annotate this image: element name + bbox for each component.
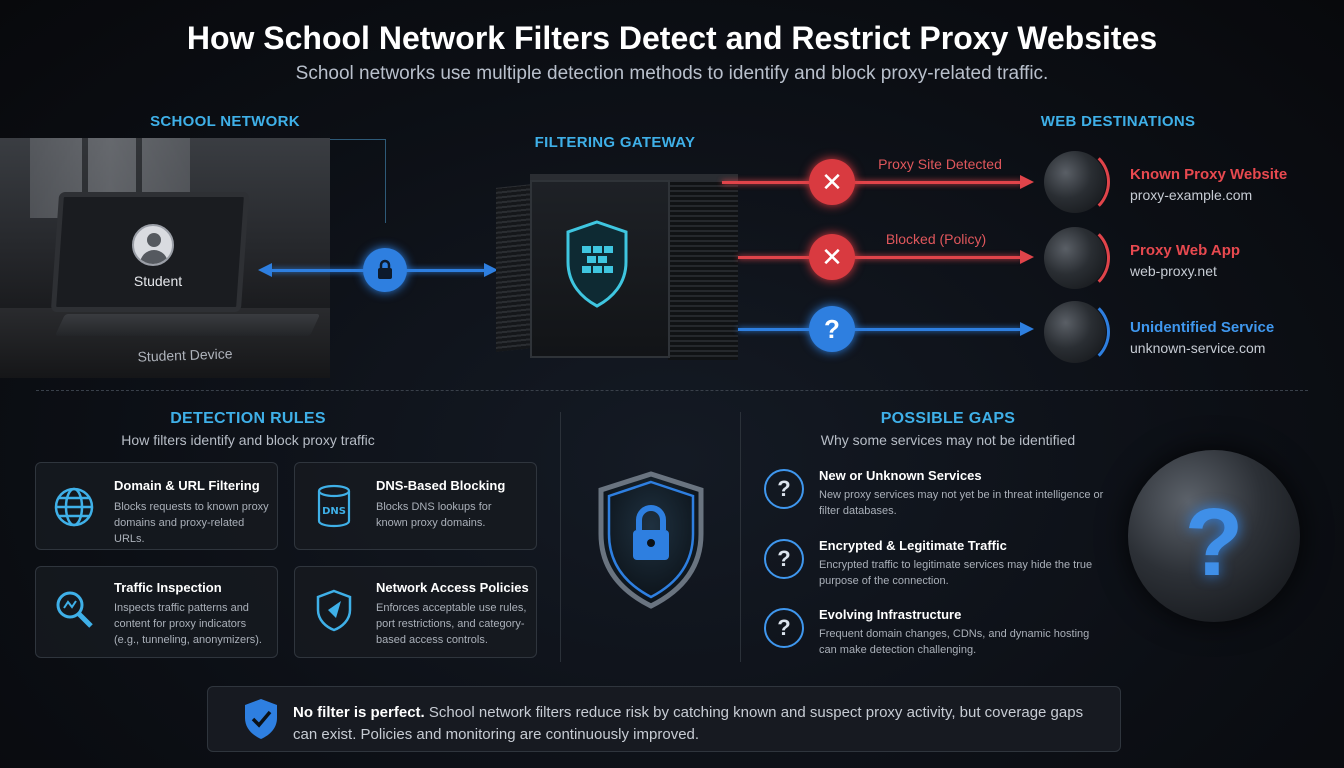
firewall-shield-icon bbox=[562, 218, 632, 315]
rule-card-dns bbox=[294, 462, 537, 550]
arrowhead-left bbox=[258, 263, 272, 277]
disclaimer-text: No filter is perfect. School network fil… bbox=[293, 702, 1093, 746]
destination-title-3: Unidentified Service bbox=[1130, 319, 1275, 336]
disclaimer-bold: No filter is perfect. bbox=[293, 704, 425, 721]
destination-domain-3: unknown-service.com bbox=[1130, 340, 1266, 356]
school-network-label: SCHOOL NETWORK bbox=[150, 113, 300, 130]
gateway-vent-left bbox=[496, 184, 532, 352]
rule-title-2: DNS-Based Blocking bbox=[376, 478, 506, 493]
rule-desc-1: Blocks requests to known proxy domains a… bbox=[114, 501, 269, 545]
disclaimer-body: School network filters reduce risk by ca… bbox=[293, 704, 1084, 743]
page-subtitle: School networks use multiple detection m… bbox=[295, 63, 1049, 84]
rule-card-traffic-inspection bbox=[35, 566, 278, 658]
destination-title-2: Proxy Web App bbox=[1130, 242, 1241, 259]
detection-rules-title: DETECTION RULES bbox=[170, 410, 326, 427]
arrowhead-right bbox=[484, 263, 498, 277]
question-icon: ? bbox=[809, 306, 855, 352]
laptop-keyboard bbox=[54, 314, 321, 336]
gateway-top bbox=[530, 174, 738, 184]
encrypted-lock-icon bbox=[363, 248, 407, 292]
check-shield-icon bbox=[242, 697, 280, 746]
rule-title-3: Traffic Inspection bbox=[114, 580, 222, 595]
globe-icon bbox=[53, 486, 95, 533]
gap-title-2: Encrypted & Legitimate Traffic bbox=[819, 538, 1007, 553]
network-frame-side bbox=[385, 139, 386, 223]
rule-card-domain-filtering bbox=[35, 462, 278, 550]
column-divider-right bbox=[740, 412, 741, 662]
question-mark-icon: ? bbox=[1184, 489, 1244, 596]
dns-icon: DNS bbox=[314, 484, 354, 533]
possible-gaps-subtitle: Why some services may not be identified bbox=[820, 432, 1076, 448]
column-divider-left bbox=[560, 412, 561, 662]
blocked-link-2 bbox=[738, 256, 1022, 259]
destination-title-1: Known Proxy Website bbox=[1130, 166, 1288, 183]
gap-desc-1: New proxy services may not yet be in thr… bbox=[819, 489, 1104, 517]
svg-text:DNS: DNS bbox=[322, 506, 346, 517]
blocked-link-1 bbox=[722, 181, 1022, 184]
section-divider bbox=[36, 390, 1308, 391]
rule-desc-3: Inspects traffic patterns and content fo… bbox=[114, 602, 262, 646]
shield-icon bbox=[314, 588, 354, 637]
question-icon: ? bbox=[764, 469, 804, 509]
rule-title-4: Network Access Policies bbox=[376, 580, 529, 595]
destination-domain-2: web-proxy.net bbox=[1130, 263, 1217, 279]
user-avatar-icon bbox=[132, 224, 174, 266]
gateway-vent-right bbox=[668, 182, 738, 360]
destination-domain-1: proxy-example.com bbox=[1130, 187, 1253, 203]
page-title: How School Network Filters Detect and Re… bbox=[186, 20, 1158, 56]
x-icon: ✕ bbox=[809, 234, 855, 280]
possible-gaps-title: POSSIBLE GAPS bbox=[880, 410, 1016, 427]
web-destinations-label: WEB DESTINATIONS bbox=[1040, 113, 1196, 130]
filtering-gateway-label: FILTERING GATEWAY bbox=[534, 134, 696, 151]
arrow-label-1: Proxy Site Detected bbox=[878, 156, 1002, 172]
disclaimer-banner bbox=[207, 686, 1121, 752]
detection-rules-subtitle: How filters identify and block proxy tra… bbox=[121, 432, 375, 448]
rule-title-1: Domain & URL Filtering bbox=[114, 478, 260, 493]
student-label: Student bbox=[133, 273, 183, 289]
gap-desc-3: Frequent domain changes, CDNs, and dynam… bbox=[819, 628, 1090, 656]
lock-shield-icon bbox=[593, 470, 709, 615]
unknown-globe-icon bbox=[1128, 450, 1300, 622]
gap-desc-2: Encrypted traffic to legitimate services… bbox=[819, 559, 1093, 587]
gap-title-3: Evolving Infrastructure bbox=[819, 607, 962, 622]
question-icon: ? bbox=[764, 608, 804, 648]
rule-desc-4: Enforces acceptable use rules, port rest… bbox=[376, 602, 527, 646]
magnifier-icon bbox=[53, 588, 95, 635]
x-icon: ✕ bbox=[809, 159, 855, 205]
arrow-label-2: Blocked (Policy) bbox=[885, 231, 987, 247]
gap-title-1: New or Unknown Services bbox=[819, 468, 982, 483]
question-icon: ? bbox=[764, 539, 804, 579]
rule-desc-2: Blocks DNS lookups for known proxy domai… bbox=[376, 501, 492, 529]
unfiltered-link-3 bbox=[738, 328, 1022, 331]
